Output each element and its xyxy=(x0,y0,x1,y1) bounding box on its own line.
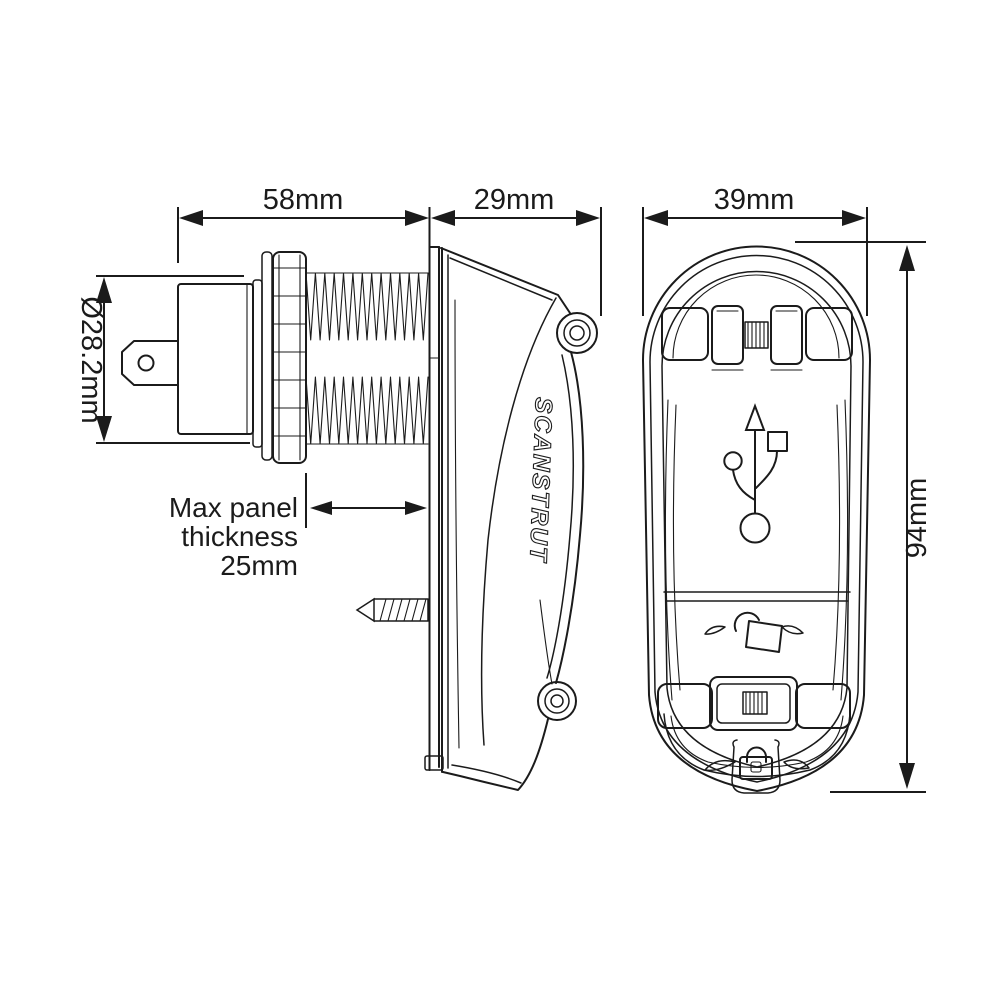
front-view: 39mm 94mm xyxy=(642,184,933,794)
dim-label-94mm: 94mm xyxy=(901,478,933,559)
dim-label-diameter: Ø28.2mm xyxy=(75,296,107,423)
latch-slider xyxy=(657,676,851,731)
max-panel-note-line1: Max panel xyxy=(169,492,298,523)
mounting-panel xyxy=(424,246,444,771)
screw-icon xyxy=(355,597,429,623)
dim-39mm: 39mm xyxy=(642,184,868,316)
side-view: 58mm 29mm Ø28.2mm xyxy=(75,184,602,791)
max-panel-note-line3: 25mm xyxy=(220,550,298,581)
padlock-open-icon xyxy=(704,611,804,653)
dim-label-39mm: 39mm xyxy=(714,184,795,216)
padlock-closed-icon xyxy=(704,739,810,794)
dim-94mm: 94mm xyxy=(795,241,933,793)
threaded-stem xyxy=(305,272,429,445)
usb-icon xyxy=(723,403,788,544)
mounting-nut xyxy=(272,251,307,464)
max-panel-annotation: Max panel thickness 25mm xyxy=(169,473,427,581)
spade-terminal xyxy=(121,340,179,386)
max-panel-note-line2: thickness xyxy=(181,521,298,552)
cap-front-outline xyxy=(642,245,871,792)
latch-pivot xyxy=(537,681,577,721)
scanstrut-logo: SCANSTRUT xyxy=(524,397,557,564)
dim-label-58mm: 58mm xyxy=(263,184,344,216)
dim-label-29mm: 29mm xyxy=(474,184,555,216)
socket-body xyxy=(177,251,273,461)
hinge-knuckle xyxy=(556,312,598,354)
dim-29mm: 29mm xyxy=(431,184,602,316)
cap-profile xyxy=(440,247,585,791)
dim-58mm: 58mm xyxy=(177,184,431,263)
hinge-assembly xyxy=(661,305,853,371)
dim-diameter: Ø28.2mm xyxy=(75,275,250,444)
